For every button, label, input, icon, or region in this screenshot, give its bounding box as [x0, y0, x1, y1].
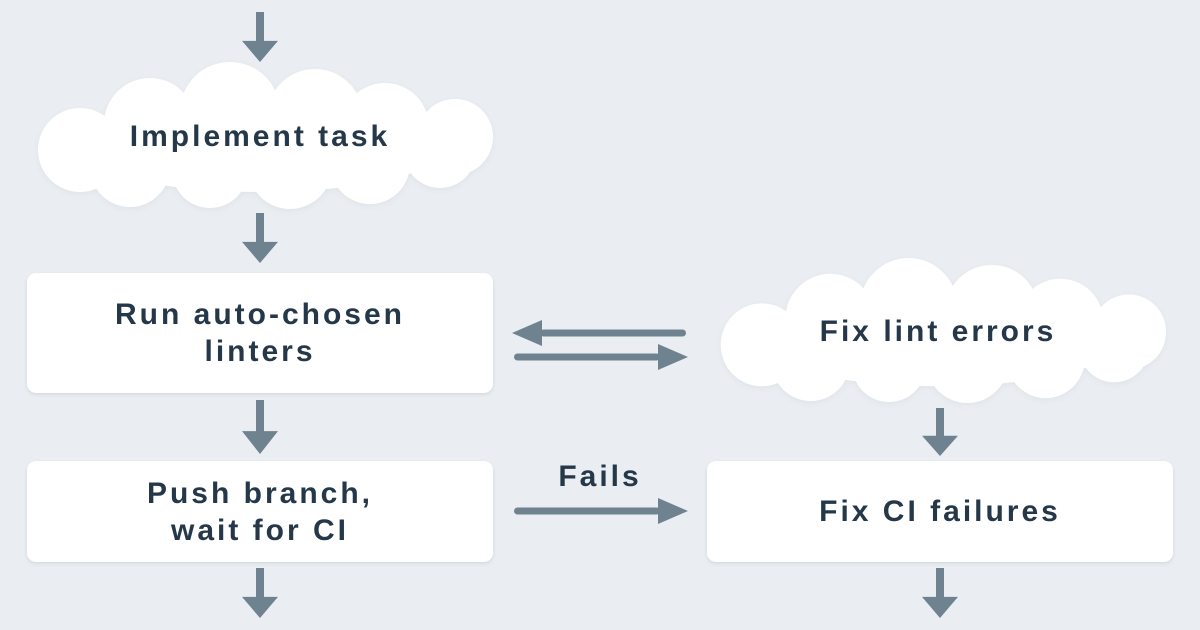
arrow-down-icon: [242, 213, 278, 263]
edge-fails-label: Fails: [558, 460, 642, 493]
node-fix-lint-errors: Fix lint errors: [708, 258, 1168, 404]
arrow-down-icon: [922, 408, 958, 456]
node-run-linters: Run auto-chosen linters: [27, 273, 493, 393]
node-push-branch-label-line2: wait for CI: [170, 513, 349, 547]
arrow-right-icon: [512, 498, 688, 524]
node-implement-task: Implement task: [25, 62, 495, 210]
node-fix-ci-failures-label: Fix CI failures: [819, 495, 1061, 528]
node-implement-task-label: Implement task: [129, 119, 391, 153]
node-push-branch-label-line1: Push branch,: [146, 476, 374, 510]
node-fix-ci-failures: Fix CI failures: [707, 461, 1173, 562]
arrow-down-icon: [922, 568, 958, 618]
arrow-down-icon: [242, 12, 278, 62]
node-push-branch: Push branch, wait for CI: [27, 461, 493, 562]
node-run-linters-label-line2: linters: [204, 335, 316, 368]
arrow-down-icon: [242, 568, 278, 618]
node-run-linters-label-line1: Run auto-chosen: [115, 298, 405, 331]
arrow-right-icon: [512, 344, 688, 370]
arrow-down-icon: [242, 400, 278, 454]
arrow-left-icon: [512, 320, 688, 346]
node-fix-lint-errors-label: Fix lint errors: [819, 314, 1057, 348]
